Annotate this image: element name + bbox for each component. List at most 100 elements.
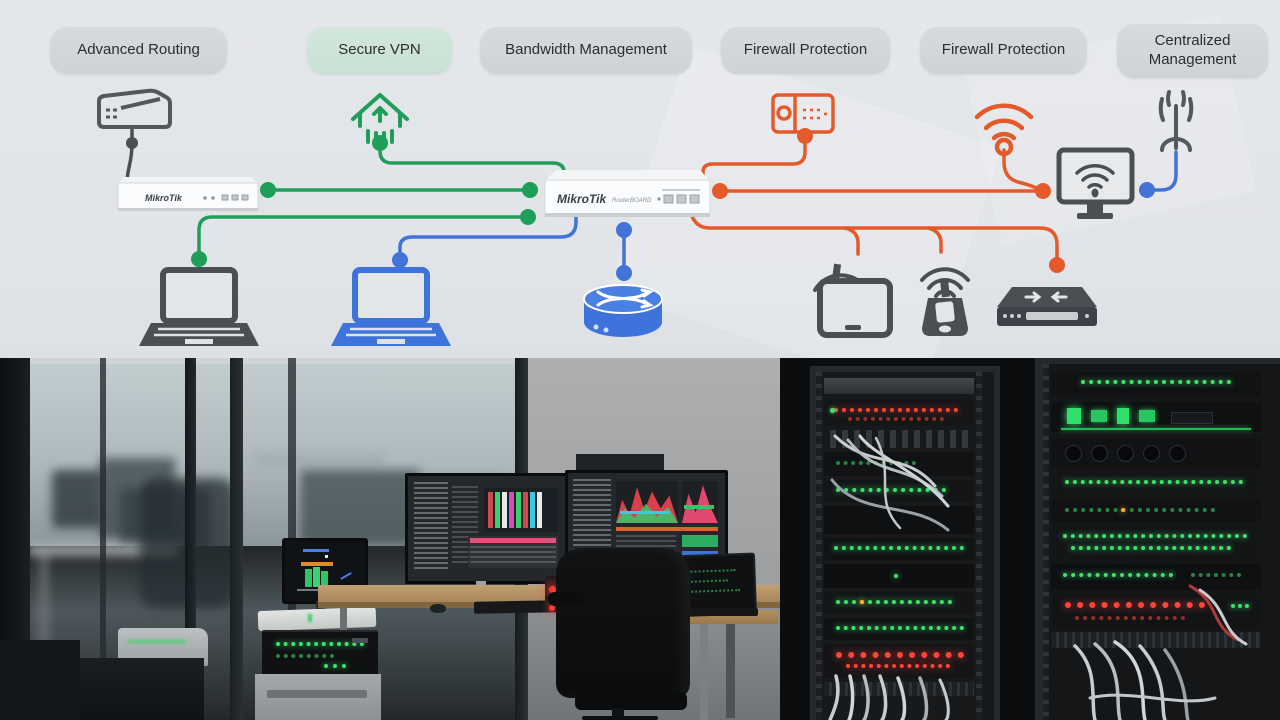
patch-panel — [1051, 632, 1261, 648]
pink-bar — [470, 538, 556, 543]
led-row — [276, 654, 334, 658]
led-single — [860, 600, 866, 604]
rack-unit — [824, 592, 974, 614]
orange-rule — [616, 527, 718, 531]
feature-label: Secure VPN — [338, 41, 421, 59]
feature-pill-centralized-management: Centralized Management — [1117, 24, 1268, 78]
blurred-desk-leg — [40, 556, 48, 646]
red-led — [549, 605, 555, 611]
rack-device — [262, 630, 378, 676]
wifi-signal-icon — [974, 103, 1034, 157]
led-row — [1065, 508, 1215, 512]
rack-rail — [1043, 364, 1049, 720]
display-window — [1171, 412, 1213, 424]
blurred-shelf — [255, 453, 385, 467]
led-row — [846, 664, 950, 668]
chart-green-bar — [305, 569, 312, 587]
feature-pill-firewall-protection-2: Firewall Protection — [920, 27, 1087, 74]
area-chart — [682, 481, 718, 523]
bar — [516, 492, 521, 528]
rack-unit — [824, 378, 974, 394]
rack-cables — [828, 434, 1248, 720]
center-router-model: RouterBOARD — [612, 198, 652, 204]
glass-frame — [100, 358, 106, 720]
rack-unit — [1051, 402, 1261, 432]
antenna-icon — [1158, 90, 1194, 152]
led-row — [1065, 480, 1243, 484]
side-desk-leg — [700, 624, 708, 720]
bar — [502, 492, 507, 528]
bar — [523, 492, 528, 528]
rack-unit — [824, 480, 974, 502]
led-single — [1121, 508, 1127, 512]
green-display — [1117, 408, 1129, 424]
vpn-home-icon — [351, 93, 409, 148]
patch-panel — [824, 430, 974, 448]
led-row — [1191, 573, 1241, 577]
mouse — [430, 604, 446, 613]
green-display — [1139, 410, 1155, 422]
green-led — [830, 408, 835, 413]
bar — [509, 492, 514, 528]
laptop-base — [660, 608, 758, 616]
network-switch-icon — [997, 287, 1097, 326]
connection-lines — [125, 128, 1178, 281]
led-single — [894, 574, 900, 578]
chart-dot — [325, 555, 328, 558]
blurred-monitor — [52, 470, 100, 528]
feature-label: Firewall Protection — [743, 41, 868, 59]
blue-laptop-icon — [331, 267, 451, 346]
center-router-label: MikroTik — [557, 192, 607, 206]
feature-pill-firewall-protection-1: Firewall Protection — [721, 27, 890, 74]
led-row — [848, 417, 944, 421]
led-row — [836, 600, 952, 604]
led-row — [1071, 546, 1231, 550]
knob — [1143, 445, 1160, 462]
led-row — [1081, 380, 1231, 384]
device-slot — [352, 638, 368, 643]
desk-leg — [726, 608, 735, 718]
chart-green-bar — [321, 571, 328, 587]
feature-pill-advanced-routing: Advanced Routing — [50, 27, 227, 74]
cyan-line — [620, 511, 670, 514]
led-row — [1231, 604, 1249, 608]
chart-blue-line — [303, 549, 329, 552]
chart-orange-bar — [301, 562, 333, 566]
led-row — [836, 626, 964, 630]
printer-cabinet — [255, 674, 381, 720]
feature-label: Bandwidth Management — [505, 41, 667, 59]
modem-icon — [97, 88, 172, 129]
led-row — [1063, 573, 1173, 577]
tablet-antenna-icon — [813, 263, 893, 338]
shelf-green-led — [308, 614, 312, 622]
printer-tray — [267, 690, 367, 698]
feature-label: Advanced Routing — [77, 41, 200, 59]
diagram-artwork: MikroTik MikroTik RouterBOARD — [97, 88, 1194, 346]
gray-laptop-icon — [139, 267, 259, 346]
left-router-label: MikroTik — [145, 193, 183, 203]
area-chart — [616, 481, 678, 523]
rack-unit — [824, 618, 974, 640]
led-row — [834, 408, 958, 412]
feature-label: Centralized Management — [1148, 32, 1237, 68]
knob — [1169, 445, 1186, 462]
rack-unit — [1051, 594, 1261, 628]
center-mikrotik-router: MikroTik RouterBOARD — [544, 170, 711, 217]
dashboard-text-column — [414, 482, 448, 570]
led-row — [836, 488, 946, 492]
rack-unit — [824, 538, 974, 560]
wifi-monitor-icon — [1056, 147, 1135, 219]
glass-frame — [185, 358, 196, 720]
feature-label: Firewall Protection — [941, 41, 1066, 59]
led-row — [1065, 602, 1205, 608]
rack-unit — [1051, 564, 1261, 590]
bar — [537, 492, 542, 528]
chair-base — [582, 716, 658, 720]
pc-tower — [80, 658, 204, 720]
rack-unit — [1051, 500, 1261, 522]
bar — [530, 492, 535, 528]
chair-armrest — [548, 592, 584, 606]
server-rack-2 — [1035, 358, 1280, 720]
red-led — [549, 586, 556, 593]
patch-panel — [824, 682, 974, 696]
